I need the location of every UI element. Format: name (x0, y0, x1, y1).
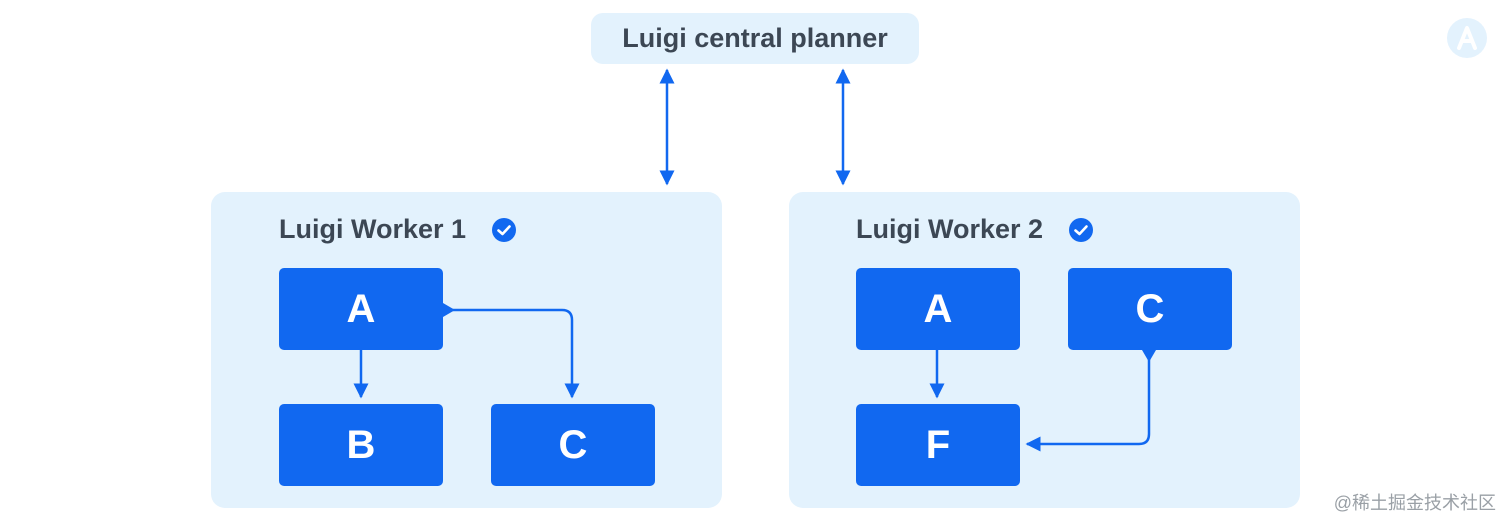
worker-2-title: Luigi Worker 2 (856, 214, 1094, 245)
worker-1-task-c: C (491, 404, 655, 486)
watermark: @稀土掘金技术社区 (1333, 493, 1496, 513)
central-planner-label: Luigi central planner (622, 23, 888, 53)
w2-c-notch (1142, 350, 1156, 362)
w1-a-notch (443, 303, 455, 317)
worker-1-task-a: A (279, 268, 443, 350)
w2-c-to-f-arrow (1025, 352, 1151, 452)
check-circle-icon (1069, 217, 1094, 242)
task-label: B (346, 422, 376, 467)
logo-a-icon (1447, 18, 1487, 58)
worker-1-title: Luigi Worker 1 (279, 214, 517, 245)
worker-2-task-a: A (856, 268, 1020, 350)
worker-2-task-c: C (1068, 268, 1232, 350)
task-label: A (346, 286, 376, 331)
central-planner: Luigi central planner (591, 13, 919, 64)
worker-2-task-f: F (856, 404, 1020, 486)
worker-1-title-label: Luigi Worker 1 (279, 214, 467, 244)
task-label: C (1135, 286, 1165, 331)
task-label: A (923, 286, 953, 331)
worker-1-task-b: B (279, 404, 443, 486)
check-circle-icon (492, 217, 517, 242)
task-label: C (558, 422, 588, 467)
task-label: F (925, 422, 951, 467)
w1-a-to-c-arrow (446, 308, 580, 399)
worker-2-title-label: Luigi Worker 2 (856, 214, 1044, 244)
